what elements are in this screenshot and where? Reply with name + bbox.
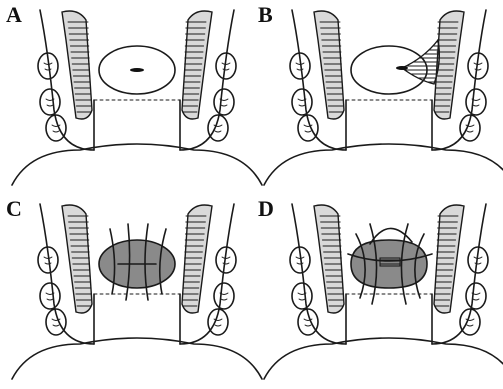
- anal-canal-drawing: [264, 10, 503, 185]
- right-sphincter: [182, 205, 212, 313]
- defect-slit: [396, 66, 408, 70]
- panel-c: C: [6, 196, 262, 379]
- panel-label: A: [6, 2, 22, 27]
- panel-label: B: [258, 2, 273, 27]
- panel-a: A: [6, 2, 262, 185]
- perineal-skin: [264, 144, 503, 185]
- external-sphincter-right: [466, 283, 486, 309]
- perineal-skin: [12, 338, 262, 379]
- tied-knot: [380, 258, 400, 266]
- perineal-skin: [264, 338, 503, 379]
- left-sphincter: [62, 11, 92, 119]
- external-sphincter-left: [40, 89, 60, 115]
- left-sphincter: [314, 11, 344, 119]
- panel-label: D: [258, 196, 274, 221]
- external-sphincter-right: [214, 283, 234, 309]
- perineal-skin: [12, 144, 262, 185]
- left-sphincter: [62, 205, 92, 313]
- right-sphincter: [434, 205, 464, 313]
- anal-canal-drawing: [12, 10, 262, 185]
- external-sphincter-left: [292, 89, 312, 115]
- external-sphincter-right: [466, 89, 486, 115]
- external-sphincter-right: [214, 89, 234, 115]
- defect-slit: [130, 68, 144, 72]
- anal-canal-drawing: [12, 204, 262, 379]
- external-sphincter-left: [40, 283, 60, 309]
- left-sphincter: [314, 205, 344, 313]
- right-sphincter: [182, 11, 212, 119]
- external-sphincter-left: [292, 283, 312, 309]
- panel-d: D: [258, 196, 503, 379]
- panel-b: B: [258, 2, 503, 185]
- panel-label: C: [6, 196, 22, 221]
